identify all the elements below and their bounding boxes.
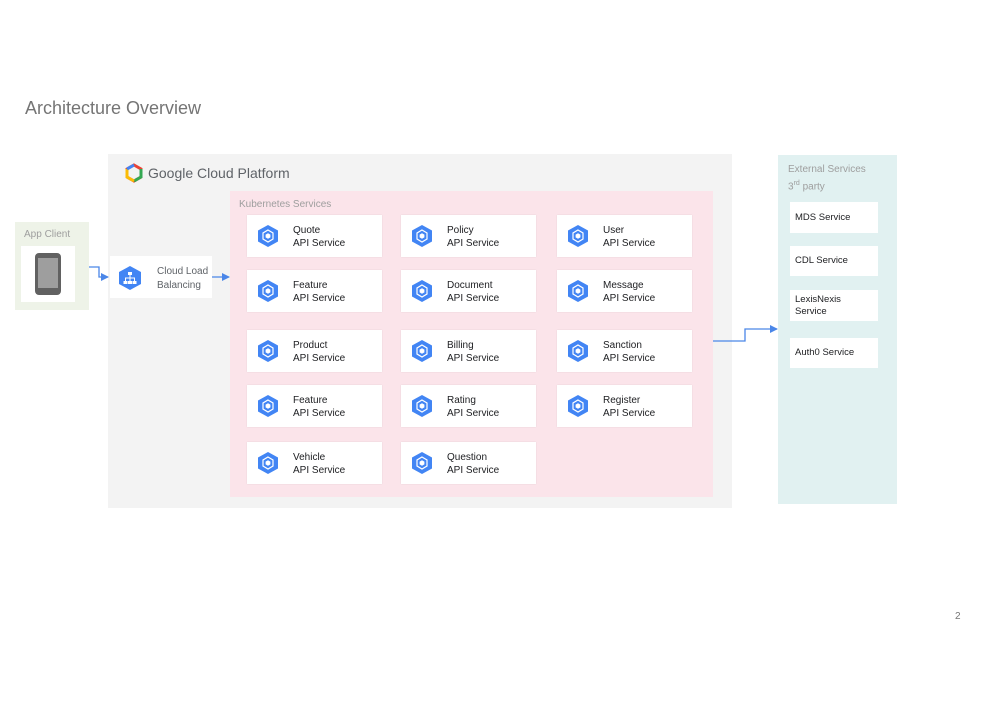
api-service-name: Feature (293, 395, 328, 406)
page-title: Architecture Overview (25, 98, 202, 118)
cloud-load-balancing-icon (119, 266, 141, 290)
external-title-line2: 3rd party (788, 177, 866, 194)
kubernetes-engine-icon (412, 395, 432, 417)
api-service-name: Feature (293, 280, 328, 291)
kubernetes-engine-icon (568, 280, 588, 302)
api-service-sub: API Service (293, 293, 346, 304)
gcp-label-brand: Google (148, 165, 194, 181)
api-service-sub: API Service (293, 465, 346, 476)
kubernetes-engine-icon (258, 280, 278, 302)
api-service-sub: API Service (447, 408, 500, 419)
api-service-name: Rating (447, 395, 476, 406)
api-service-name: User (603, 225, 625, 236)
api-service-sub: API Service (603, 293, 656, 304)
external-service-line2: Service (795, 305, 827, 317)
api-service-name: Policy (447, 225, 474, 236)
api-service-sub: API Service (447, 293, 500, 304)
arrow-app-to-lb (89, 266, 109, 281)
kubernetes-engine-icon (412, 340, 432, 362)
kubernetes-engine-icon (568, 395, 588, 417)
kubernetes-engine-icon (258, 225, 278, 247)
kubernetes-title: Kubernetes Services (239, 199, 332, 210)
google-cloud-logo (125, 163, 143, 183)
kubernetes-engine-icon (258, 395, 278, 417)
api-service-sub: API Service (447, 238, 500, 249)
kubernetes-engine-icon (412, 452, 432, 474)
app-client-title: App Client (24, 229, 71, 240)
external-title-base: 3 (788, 181, 794, 193)
api-service-name: Sanction (603, 340, 642, 351)
api-service-sub: API Service (293, 408, 346, 419)
cloud-load-balancing-label: Cloud Load Balancing (157, 265, 208, 293)
api-service-sub: API Service (447, 465, 500, 476)
kubernetes-engine-icon (258, 340, 278, 362)
api-service-name: Document (447, 280, 493, 291)
external-service-card[interactable]: MDS Service (790, 202, 878, 233)
api-service-name: Message (603, 280, 644, 291)
external-service-line1: LexisNexis (795, 293, 841, 305)
kubernetes-engine-icon (412, 280, 432, 302)
external-services-title: External Services 3rd party (788, 163, 866, 194)
kubernetes-engine-icon (258, 452, 278, 474)
external-service-card[interactable]: Auth0 Service (790, 338, 878, 368)
api-service-sub: API Service (603, 408, 656, 419)
external-service-line1: MDS Service (795, 211, 851, 223)
kubernetes-engine-icon (568, 225, 588, 247)
external-service-line1: CDL Service (795, 255, 848, 266)
api-service-name: Product (293, 340, 328, 351)
api-service-sub: API Service (603, 238, 656, 249)
external-service-line1: Auth0 Service (795, 347, 855, 358)
kubernetes-engine-icon (568, 340, 588, 362)
api-service-name: Billing (447, 340, 474, 351)
smartphone-icon (35, 253, 61, 295)
api-service-sub: API Service (293, 238, 346, 249)
api-service-sub: API Service (447, 353, 500, 364)
lb-line2: Balancing (157, 280, 201, 291)
external-service-card[interactable]: CDL Service (790, 246, 878, 276)
api-service-name: Question (447, 452, 488, 463)
gcp-label-rest: Cloud Platform (193, 165, 290, 181)
api-service-name: Quote (293, 225, 321, 236)
api-service-name: Vehicle (293, 452, 326, 463)
page-number: 2 (955, 611, 961, 622)
lb-line1: Cloud Load (157, 266, 209, 277)
external-title-rest: party (799, 181, 825, 193)
api-service-sub: API Service (603, 353, 656, 364)
api-service-sub: API Service (293, 353, 346, 364)
kubernetes-engine-icon (412, 225, 432, 247)
gcp-label: Google Cloud Platform (148, 165, 290, 181)
api-service-name: Register (603, 395, 641, 406)
external-title-sup: rd (793, 180, 800, 187)
external-title-line1: External Services (788, 164, 866, 175)
